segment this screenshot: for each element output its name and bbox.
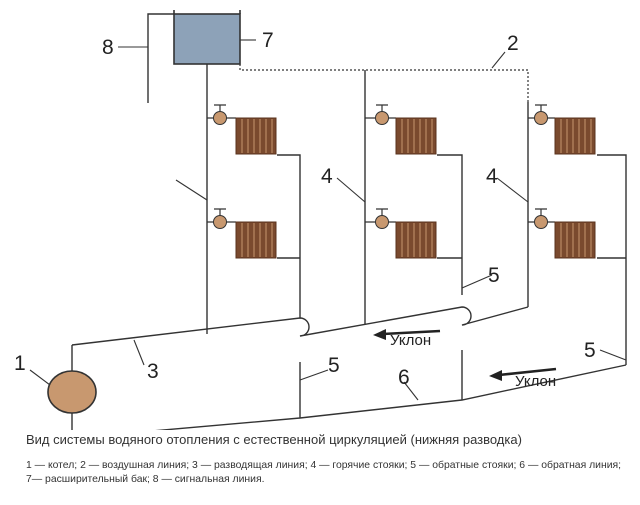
label-5-middle: 5 xyxy=(328,354,340,377)
label-3: 3 xyxy=(147,360,159,383)
figure-caption: Вид системы водяного отопления с естеств… xyxy=(26,432,522,447)
signal-line xyxy=(147,13,174,103)
label-4-left: 4 xyxy=(321,165,333,188)
distribution-line xyxy=(71,306,529,346)
label-5-top: 5 xyxy=(488,264,500,287)
slope-arrows xyxy=(373,329,557,381)
label-1: 1 xyxy=(14,352,26,375)
label-2: 2 xyxy=(507,32,519,55)
label-4-right: 4 xyxy=(486,165,498,188)
hot-risers xyxy=(206,64,529,334)
label-5-right: 5 xyxy=(584,339,596,362)
expansion-tank xyxy=(173,13,241,65)
legend-line-2: 7— расширительный бак; 8 — сигнальная ли… xyxy=(26,474,265,485)
legend-line-1: 1 — котел; 2 — воздушная линия; 3 — разв… xyxy=(26,460,622,471)
label-6: 6 xyxy=(398,366,410,389)
boiler xyxy=(47,370,97,414)
heating-scheme-diagram: 8 7 2 4 4 5 5 5 6 3 1 Уклон Уклон xyxy=(14,10,627,430)
leader-lines xyxy=(29,39,627,401)
label-8: 8 xyxy=(102,36,114,59)
slope-label-lower: Уклон xyxy=(515,373,556,390)
valve-icons xyxy=(213,104,548,229)
label-7: 7 xyxy=(262,29,274,52)
return-risers xyxy=(277,154,627,418)
slope-label-upper: Уклон xyxy=(390,332,431,349)
air-line xyxy=(239,64,529,102)
radiators xyxy=(235,117,596,259)
figure-legend: 1 — котел; 2 — воздушная линия; 3 — разв… xyxy=(26,459,626,487)
radiator-fins xyxy=(241,119,592,257)
